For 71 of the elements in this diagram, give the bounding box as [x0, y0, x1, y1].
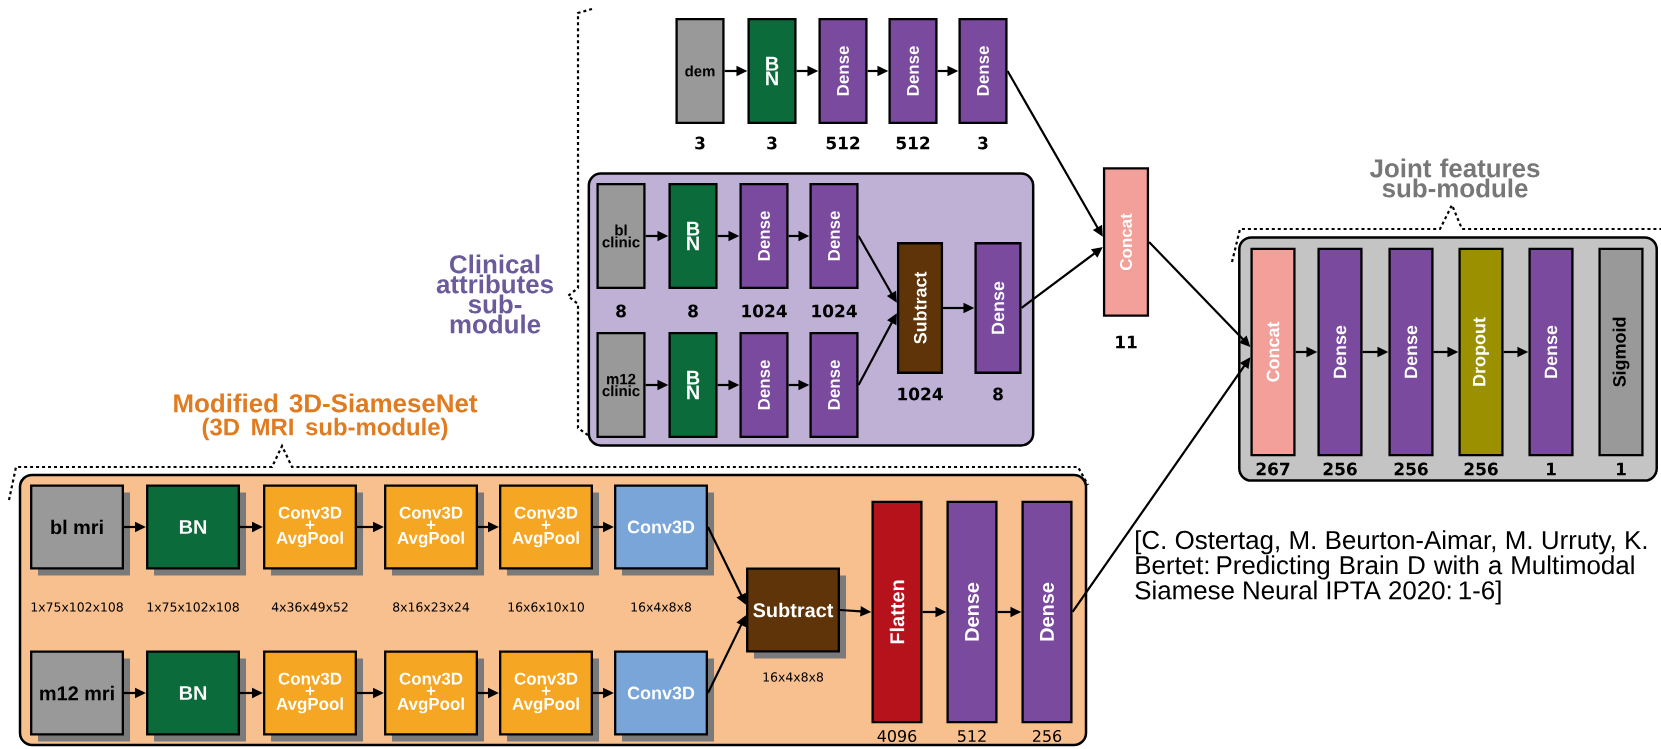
citation-text: [C. Ostertag, M. Beurton-Aimar, M. Urruty, K. Bertet: Predicting Brain D with a Multimodal Siamese Neural IPTA 2020: 1-6] — [1135, 530, 1647, 605]
layer-box: Dropout — [1458, 247, 1504, 457]
layer-box: Conv3D + AvgPool — [499, 650, 599, 742]
size-label: 267 — [1256, 462, 1290, 476]
layer-box: Conv3D — [614, 484, 714, 576]
size-label: 256 — [1032, 729, 1062, 742]
size-label: 16x4x8x8 — [763, 672, 823, 682]
layer-box: m12 clinic — [596, 332, 646, 438]
layer-box: Concat — [1102, 167, 1150, 317]
size-label: 8x16x23x24 — [393, 602, 470, 612]
size-label: 8 — [993, 387, 1003, 401]
layer-box: B N — [747, 18, 797, 124]
layer-box: Subtract — [896, 242, 944, 374]
size-label: 512 — [826, 136, 860, 150]
size-label: 4096 — [877, 729, 917, 742]
size-label: 3 — [978, 136, 988, 150]
size-label: 256 — [1464, 462, 1498, 476]
size-label: 1x75x102x108 — [147, 602, 239, 612]
size-label: 256 — [1394, 462, 1428, 476]
layer-box: Dense — [1528, 247, 1574, 457]
size-label: 1024 — [742, 304, 787, 318]
layer-box: BN — [146, 484, 246, 576]
layer-box: Dense — [946, 500, 998, 724]
layer-box: Conv3D + AvgPool — [384, 484, 484, 576]
layer-box: B N — [668, 183, 718, 289]
size-label: 8 — [688, 304, 698, 318]
layer-box: m12 mri — [30, 650, 130, 742]
size-label: 1024 — [812, 304, 857, 318]
layer-box: Dense — [739, 332, 789, 438]
layer-box: Subtract — [746, 567, 846, 659]
layer-box: Conv3D + AvgPool — [263, 484, 363, 576]
layer-box: Concat — [1250, 247, 1296, 457]
size-label: 512 — [958, 729, 986, 742]
layer-box: Dense — [809, 332, 859, 438]
module-title: (3D MRI sub-module) — [202, 417, 448, 441]
module-title: Clinical attributes sub-module — [436, 254, 553, 334]
layer-box: Dense — [888, 18, 938, 124]
size-label: 1 — [1617, 462, 1626, 476]
size-label: 16x4x8x8 — [631, 602, 692, 612]
layer-box: bl mri — [30, 484, 130, 576]
size-label: 4x36x49x52 — [271, 602, 348, 612]
size-label: 16x6x10x10 — [508, 602, 584, 612]
layer-box: Dense — [818, 18, 868, 124]
module-title: Modified 3D-SiameseNet — [174, 393, 478, 413]
layer-box: Sigmoid — [1598, 247, 1644, 457]
size-label: 1024 — [898, 387, 943, 401]
layer-box: Dense — [1021, 500, 1073, 724]
layer-box: Conv3D — [614, 650, 714, 742]
size-label: 512 — [896, 136, 930, 150]
layer-box: bl clinic — [596, 183, 646, 289]
layer-box: Conv3D + AvgPool — [263, 650, 363, 742]
size-label: 1 — [1547, 462, 1556, 476]
layer-box: Dense — [1388, 247, 1434, 457]
layer-box: Dense — [809, 183, 859, 289]
size-label: 3 — [695, 136, 705, 150]
size-label: 8 — [616, 304, 626, 318]
layer-box: Dense — [958, 18, 1008, 124]
size-label: 11 — [1116, 335, 1137, 349]
layer-box: Dense — [739, 183, 789, 289]
layer-box: dem — [675, 18, 725, 124]
layer-box: BN — [146, 650, 246, 742]
module-title: Joint features sub-module — [1369, 158, 1540, 198]
size-label: 256 — [1323, 462, 1357, 476]
size-label: 1x75x102x108 — [31, 602, 123, 612]
layer-box: Dense — [1317, 247, 1363, 457]
layer-box: Conv3D + AvgPool — [384, 650, 484, 742]
layer-box: B N — [668, 332, 718, 438]
size-label: 3 — [767, 136, 777, 150]
layer-box: Conv3D + AvgPool — [499, 484, 599, 576]
layer-box: Dense — [974, 242, 1022, 374]
layer-box: Flatten — [871, 500, 923, 724]
